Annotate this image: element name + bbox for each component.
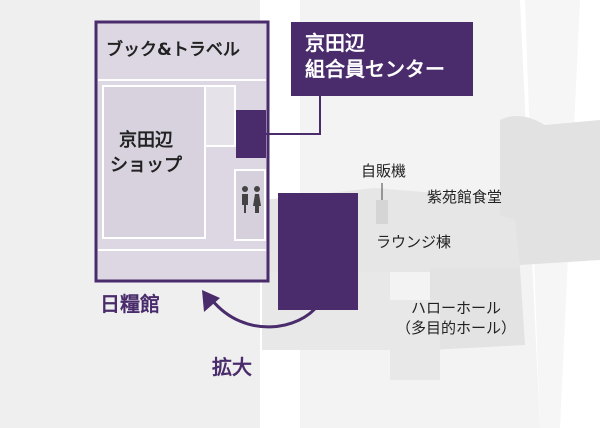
shop-name-line2: ショップ — [110, 155, 182, 177]
shop-name-label: 京田辺 ショップ — [110, 128, 182, 178]
zoom-label: 拡大 — [212, 355, 252, 379]
building-hall-base — [390, 300, 440, 380]
vending-machine-marker — [376, 200, 388, 224]
center-name-line2: 組合員センター — [305, 57, 445, 81]
building-name-label: 日糧館 — [100, 292, 160, 316]
nitto-hall-inner-shop — [102, 85, 206, 239]
hall-label-line2: （多目的ホール） — [396, 319, 517, 338]
center-room-marker — [236, 110, 266, 158]
curved-arrow-head — [202, 290, 220, 312]
shop-name-line1: 京田辺 — [119, 130, 173, 151]
vending-label: 自販機 — [361, 162, 407, 180]
dining-label: 紫苑館食堂 — [427, 188, 503, 206]
building-hello-hall — [430, 268, 525, 350]
nitto-hall-corridor — [204, 85, 236, 147]
restroom-icon — [242, 186, 261, 213]
center-name-label: 京田辺 組合員センター — [291, 22, 473, 96]
hall-label: ハローホール （多目的ホール） — [396, 298, 516, 339]
hall-label-line1: ハローホール — [411, 299, 502, 317]
nitto-hall-building — [278, 193, 358, 310]
center-leader-line — [266, 96, 321, 135]
building-shion-hall — [500, 116, 600, 265]
center-name-line1: 京田辺 — [305, 31, 365, 55]
store-name-label: ブック&トラベル — [106, 40, 240, 60]
lounge-label: ラウンジ棟 — [376, 233, 452, 251]
curved-arrow-icon — [210, 299, 320, 329]
